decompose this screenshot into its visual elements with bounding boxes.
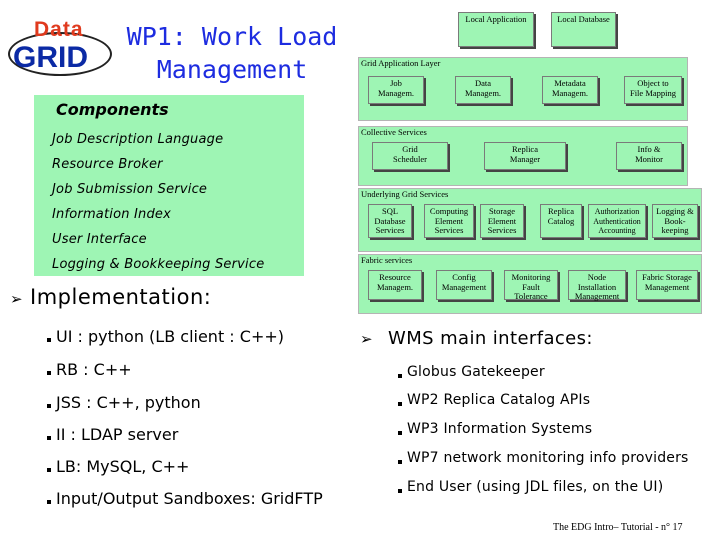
square-bullet-icon (398, 431, 402, 435)
underlying-grid-services-title: Underlying Grid Services (361, 189, 449, 199)
datagrid-logo: Data GRID (8, 18, 112, 76)
title-line-2: Management (156, 55, 308, 84)
replica-manager-box: Replica Manager (484, 142, 566, 170)
authorization-authentication-accounting-box: Authorization Authentication Accounting (588, 204, 646, 238)
implementation-item: II : LDAP server (56, 425, 179, 444)
wms-item: WP3 Information Systems (407, 421, 593, 437)
replica-catalog-box: Replica Catalog (540, 204, 582, 238)
logging-bookkeeping-box: Logging & Book- keeping (652, 204, 698, 238)
square-bullet-icon (398, 374, 402, 378)
component-item: Information Index (52, 207, 172, 222)
arrow-bullet-icon: ➢ (360, 330, 373, 348)
square-bullet-icon (47, 404, 51, 408)
info-monitor-box: Info & Monitor (616, 142, 682, 170)
slide-title: WP1: Work Load Management (112, 20, 352, 86)
component-item: Logging & Bookkeeping Service (52, 257, 265, 272)
fabric-storage-management-box: Fabric Storage Management (636, 270, 698, 300)
implementation-heading: Implementation: (30, 285, 212, 309)
square-bullet-icon (398, 460, 402, 464)
square-bullet-icon (47, 468, 51, 472)
wms-heading: WMS main interfaces: (388, 328, 593, 349)
metadata-management-box: Metadata Managem. (542, 76, 598, 104)
implementation-item: UI : python (LB client : C++) (56, 327, 284, 346)
job-management-box: Job Managem. (368, 76, 424, 104)
local-application-box: Local Application (458, 12, 534, 47)
square-bullet-icon (47, 436, 51, 440)
square-bullet-icon (47, 371, 51, 375)
square-bullet-icon (47, 500, 51, 504)
component-item: Job Submission Service (52, 182, 208, 197)
logo-ring (8, 32, 112, 76)
slide-footer: The EDG Intro– Tutorial - n° 17 (553, 522, 683, 533)
implementation-item: RB : C++ (56, 360, 132, 379)
wms-item: Globus Gatekeeper (407, 364, 545, 380)
square-bullet-icon (47, 338, 51, 342)
component-item: Resource Broker (52, 157, 163, 172)
wms-item: WP7 network monitoring info providers (407, 450, 689, 466)
data-management-box: Data Managem. (455, 76, 511, 104)
implementation-item: Input/Output Sandboxes: GridFTP (56, 489, 323, 508)
components-panel (34, 95, 304, 276)
component-item: Job Description Language (52, 132, 224, 147)
grid-application-layer-title: Grid Application Layer (361, 58, 441, 68)
config-management-box: Config Management (436, 270, 492, 300)
sql-database-services-box: SQL Database Services (368, 204, 412, 238)
components-heading: Components (56, 100, 169, 119)
wms-item: End User (using JDL files, on the UI) (407, 479, 664, 495)
node-installation-management-box: Node Installation Management (568, 270, 626, 301)
resource-management-box: Resource Managem. (368, 270, 422, 300)
logo-data-word: Data (34, 18, 84, 41)
computing-element-services-box: Computing Element Services (424, 204, 474, 238)
wms-item: WP2 Replica Catalog APIs (407, 392, 591, 408)
title-line-1: WP1: Work Load (126, 22, 338, 51)
local-database-box: Local Database (551, 12, 616, 47)
logo-grid-word: GRID (13, 41, 88, 74)
monitoring-fault-tolerance-box: Monitoring Fault Tolerance (504, 270, 558, 301)
arrow-bullet-icon: ➢ (10, 290, 23, 308)
object-file-mapping-box: Object to File Mapping (624, 76, 682, 104)
component-item: User Interface (52, 232, 147, 247)
implementation-item: JSS : C++, python (56, 393, 201, 412)
storage-element-services-box: Storage Element Services (480, 204, 524, 238)
collective-services-title: Collective Services (361, 127, 427, 137)
square-bullet-icon (398, 402, 402, 406)
square-bullet-icon (398, 489, 402, 493)
fabric-services-title: Fabric services (361, 255, 413, 265)
implementation-item: LB: MySQL, C++ (56, 457, 190, 476)
grid-scheduler-box: Grid Scheduler (372, 142, 448, 170)
